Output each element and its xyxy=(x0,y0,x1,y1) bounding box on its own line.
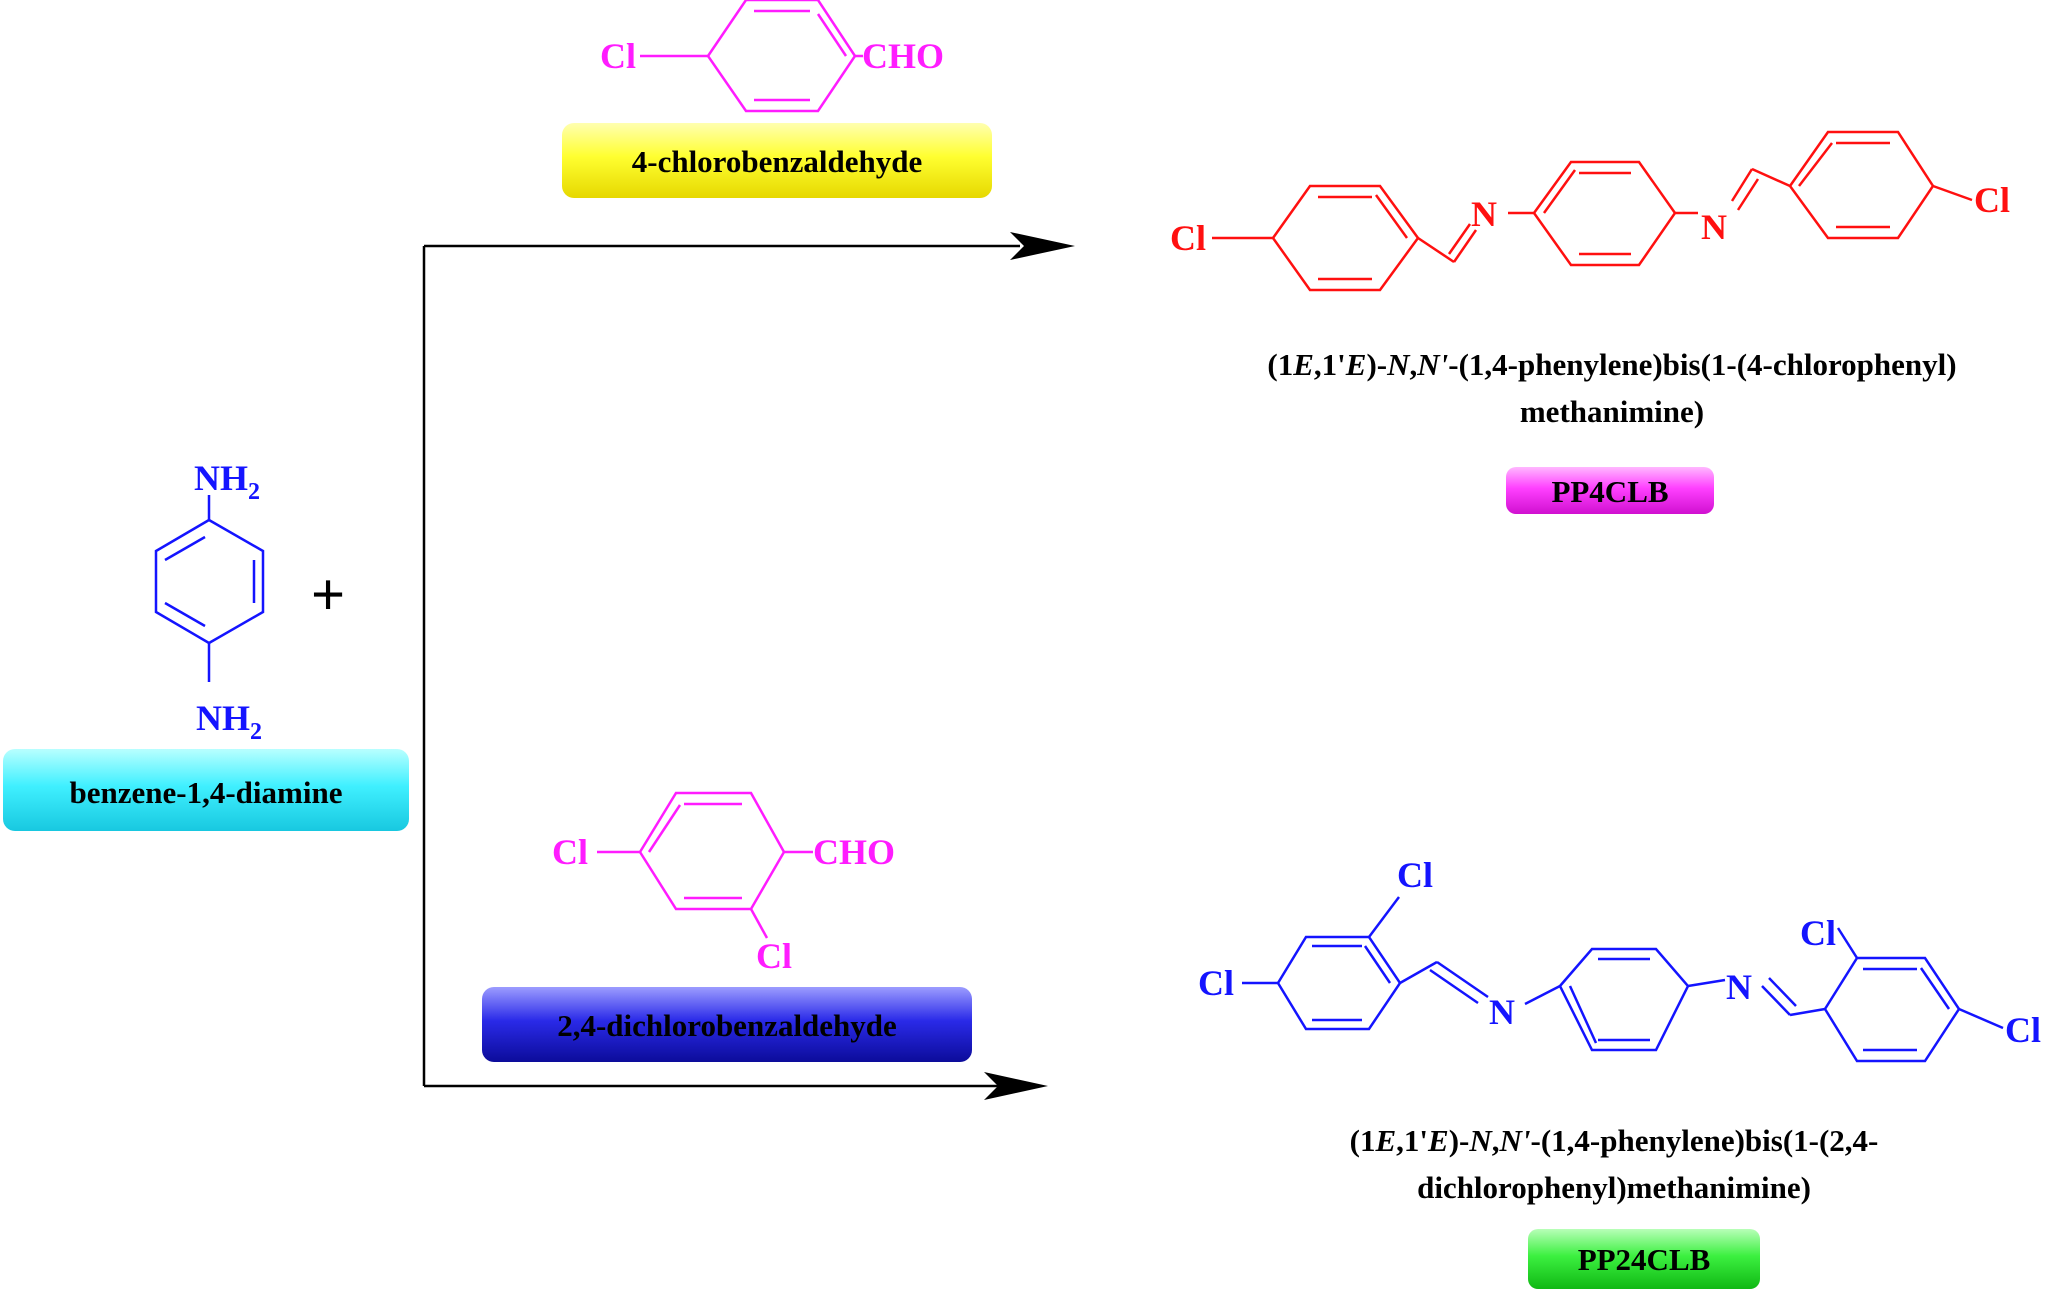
product-1-chloro-right: Cl xyxy=(1974,180,2010,220)
reactant-diamine-structure xyxy=(154,495,265,682)
aldehyde-1-chloro-label: Cl xyxy=(600,36,636,76)
svg-text:PP4CLB: PP4CLB xyxy=(1551,474,1668,509)
reaction-arrows xyxy=(422,244,1020,1088)
product-2-imine-n-right: N xyxy=(1726,967,1752,1007)
product-1-imine-n-left: N xyxy=(1471,194,1497,234)
product-1-iupac-name-line-2: methanimine) xyxy=(1520,394,1704,429)
product-2-code-badge: PP24CLB xyxy=(1528,1229,1760,1289)
product-1-chloro-left: Cl xyxy=(1170,218,1206,258)
product-2-iupac-name-line-1: (1E,1'E)-N,N'-(1,4-phenylene)bis(1-(2,4- xyxy=(1350,1123,1879,1158)
product-1-iupac-name-line-1: (1E,1'E)-N,N'-(1,4-phenylene)bis(1-(4-ch… xyxy=(1267,347,1956,382)
svg-text:4-chlorobenzaldehyde: 4-chlorobenzaldehyde xyxy=(632,144,923,179)
product-1-imine-n-right: N xyxy=(1701,207,1727,247)
product-2-iupac-name-line-2: dichlorophenyl)methanimine) xyxy=(1417,1170,1811,1205)
aldehyde-2-chloro-ortho-label: Cl xyxy=(756,936,792,976)
product-1-code-badge: PP4CLB xyxy=(1506,467,1714,514)
product-2-chloro-para-right: Cl xyxy=(2005,1010,2041,1050)
aldehyde-2-structure xyxy=(597,791,813,939)
product-2-structure xyxy=(1242,896,2004,1063)
reactant-name-badge: benzene-1,4-diamine xyxy=(3,749,409,831)
svg-text:2,4-dichlorobenzaldehyde: 2,4-dichlorobenzaldehyde xyxy=(557,1008,897,1043)
plus-sign: + xyxy=(311,562,345,627)
aldehyde-2-chloro-para-label: Cl xyxy=(552,832,588,872)
product-2-imine-n-left: N xyxy=(1489,992,1515,1032)
product-2-chloro-ortho-left: Cl xyxy=(1397,855,1433,895)
aldehyde-1-structure xyxy=(640,0,863,113)
arrowhead-bottom xyxy=(984,1072,1048,1100)
aldehyde-1-cho-label: CHO xyxy=(862,36,944,76)
reactant-top-amine-label: NH2 xyxy=(194,458,260,505)
arrowhead-top xyxy=(1010,232,1075,260)
product-2-chloro-ortho-right: Cl xyxy=(1800,913,1836,953)
product-1-structure xyxy=(1212,130,1973,292)
reactant-bottom-amine-label: NH2 xyxy=(196,698,262,745)
svg-text:benzene-1,4-diamine: benzene-1,4-diamine xyxy=(70,775,343,810)
aldehyde-2-name-badge: 2,4-dichlorobenzaldehyde xyxy=(482,987,972,1062)
aldehyde-2-cho-label: CHO xyxy=(813,832,895,872)
svg-text:PP24CLB: PP24CLB xyxy=(1578,1242,1711,1277)
aldehyde-1-name-badge: 4-chlorobenzaldehyde xyxy=(562,123,992,198)
product-2-chloro-para-left: Cl xyxy=(1198,963,1234,1003)
